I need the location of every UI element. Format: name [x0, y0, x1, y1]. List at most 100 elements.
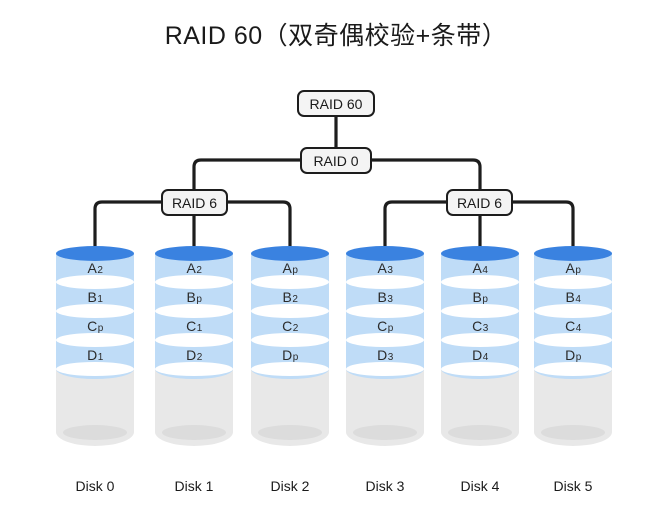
disk-label: Disk 3	[365, 478, 405, 494]
page-title: RAID 60（双奇偶校验+条带）	[164, 22, 508, 50]
disk-label: Disk 4	[460, 478, 500, 494]
stripe-block-subscript: 2	[196, 352, 203, 363]
disk-top-cap	[534, 246, 612, 261]
stripe-block-subscript: 1	[97, 294, 103, 305]
stripe-block-subscript: 4	[482, 352, 489, 363]
stripe-block-subscript: p	[292, 352, 299, 363]
stripe-block-subscript: p	[387, 323, 394, 334]
disk-label: Disk 1	[174, 478, 214, 494]
stripe-block-subscript: p	[482, 294, 488, 305]
stripe-block-subscript: 3	[387, 352, 394, 363]
stripe-block-subscript: 4	[482, 265, 488, 276]
disk-label: Disk 5	[553, 478, 593, 494]
stripe-block-subscript: p	[196, 294, 202, 305]
disk-top-cap	[251, 246, 329, 261]
stripe-block-subscript: 4	[575, 323, 582, 334]
disk-top-cap	[346, 246, 424, 261]
stripe-block-subscript: p	[575, 265, 581, 276]
edge-raid0-to-raid6-left	[192, 158, 300, 189]
stripe-block-subscript: 2	[292, 294, 298, 305]
stripe-block-subscript: 3	[482, 323, 489, 334]
node-raid6-right[interactable]: RAID 6	[446, 189, 513, 216]
stripe-block-subscript: p	[97, 323, 104, 334]
stripe-block-subscript: p	[292, 265, 298, 276]
edge-raid0-to-raid6-right	[372, 158, 482, 189]
stripe-block-subscript: 1	[196, 323, 203, 334]
disk-top-cap	[56, 246, 134, 261]
stripe-block-subscript: 4	[575, 294, 581, 305]
stripe-block-subscript: 1	[97, 352, 104, 363]
stripe-block-subscript: p	[575, 352, 582, 363]
disk-label: Disk 0	[75, 478, 115, 494]
stripe-block-subscript: 3	[387, 294, 393, 305]
disk-top-cap	[441, 246, 519, 261]
node-raid0[interactable]: RAID 0	[300, 147, 372, 174]
stripe-block-subscript: 2	[196, 265, 202, 276]
disk-top-cap	[155, 246, 233, 261]
node-raid6-left[interactable]: RAID 6	[161, 189, 228, 216]
node-raid60[interactable]: RAID 60	[297, 90, 375, 117]
stripe-block-subscript: 2	[97, 265, 103, 276]
